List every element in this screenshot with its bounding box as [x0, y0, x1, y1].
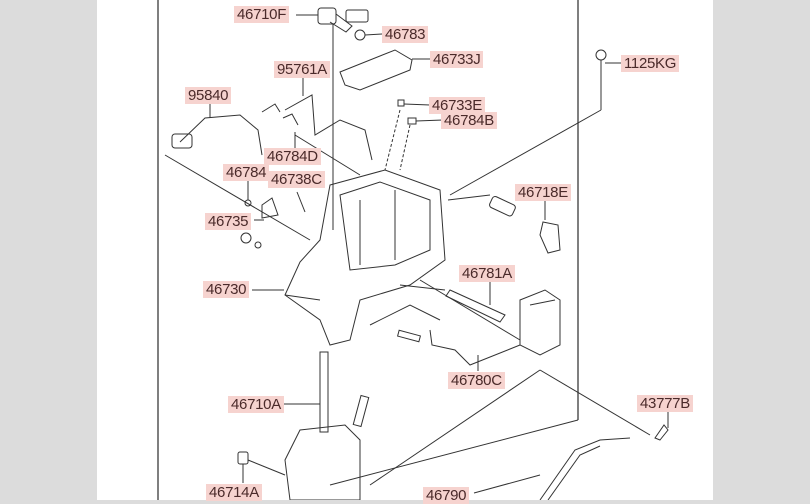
part-label-46733J[interactable]: 46733J [430, 51, 484, 68]
solenoid-part-icon [317, 7, 369, 41]
part-label-46730[interactable]: 46730 [203, 281, 250, 298]
part-label-46738C[interactable]: 46738C [268, 171, 325, 188]
part-label-46710F[interactable]: 46710F [234, 6, 290, 23]
bolt-part-icon [595, 49, 607, 110]
part-label-46783[interactable]: 46783 [382, 26, 429, 43]
cover-part-icon [339, 49, 413, 91]
lever-part-icon [284, 351, 370, 500]
part-label-95761A[interactable]: 95761A [274, 61, 330, 78]
part-label-46784[interactable]: 46784 [223, 164, 270, 181]
part-label-46718E[interactable]: 46718E [515, 184, 571, 201]
part-label-43777B[interactable]: 43777B [637, 395, 693, 412]
part-label-46733E[interactable]: 46733E [429, 97, 485, 114]
cable-part-icon [539, 437, 631, 500]
part-label-1125KG[interactable]: 1125KG [621, 55, 680, 72]
nut-part-icon [237, 451, 249, 465]
part-label-46710A[interactable]: 46710A [228, 396, 284, 413]
wire-harness-2-icon [284, 94, 373, 161]
frame-diagonal-line [329, 419, 579, 486]
part-label-46714A[interactable]: 46714A [206, 484, 262, 501]
part-label-46735[interactable]: 46735 [205, 213, 252, 230]
clip-part-icon [654, 424, 669, 441]
switch-part-icon [489, 195, 561, 254]
part-label-46781A[interactable]: 46781A [459, 265, 515, 282]
diagram-sheet [97, 0, 713, 500]
part-label-95840[interactable]: 95840 [185, 87, 232, 104]
part-label-46784D[interactable]: 46784D [264, 148, 321, 165]
part-label-46790[interactable]: 46790 [423, 487, 470, 504]
pin-part-icon [445, 289, 506, 323]
wire-harness-icon [179, 114, 263, 156]
module-part-icon [519, 289, 561, 356]
part-label-46784B[interactable]: 46784B [441, 112, 497, 129]
shift-housing-icon [284, 169, 446, 346]
part-label-46780C[interactable]: 46780C [448, 372, 505, 389]
